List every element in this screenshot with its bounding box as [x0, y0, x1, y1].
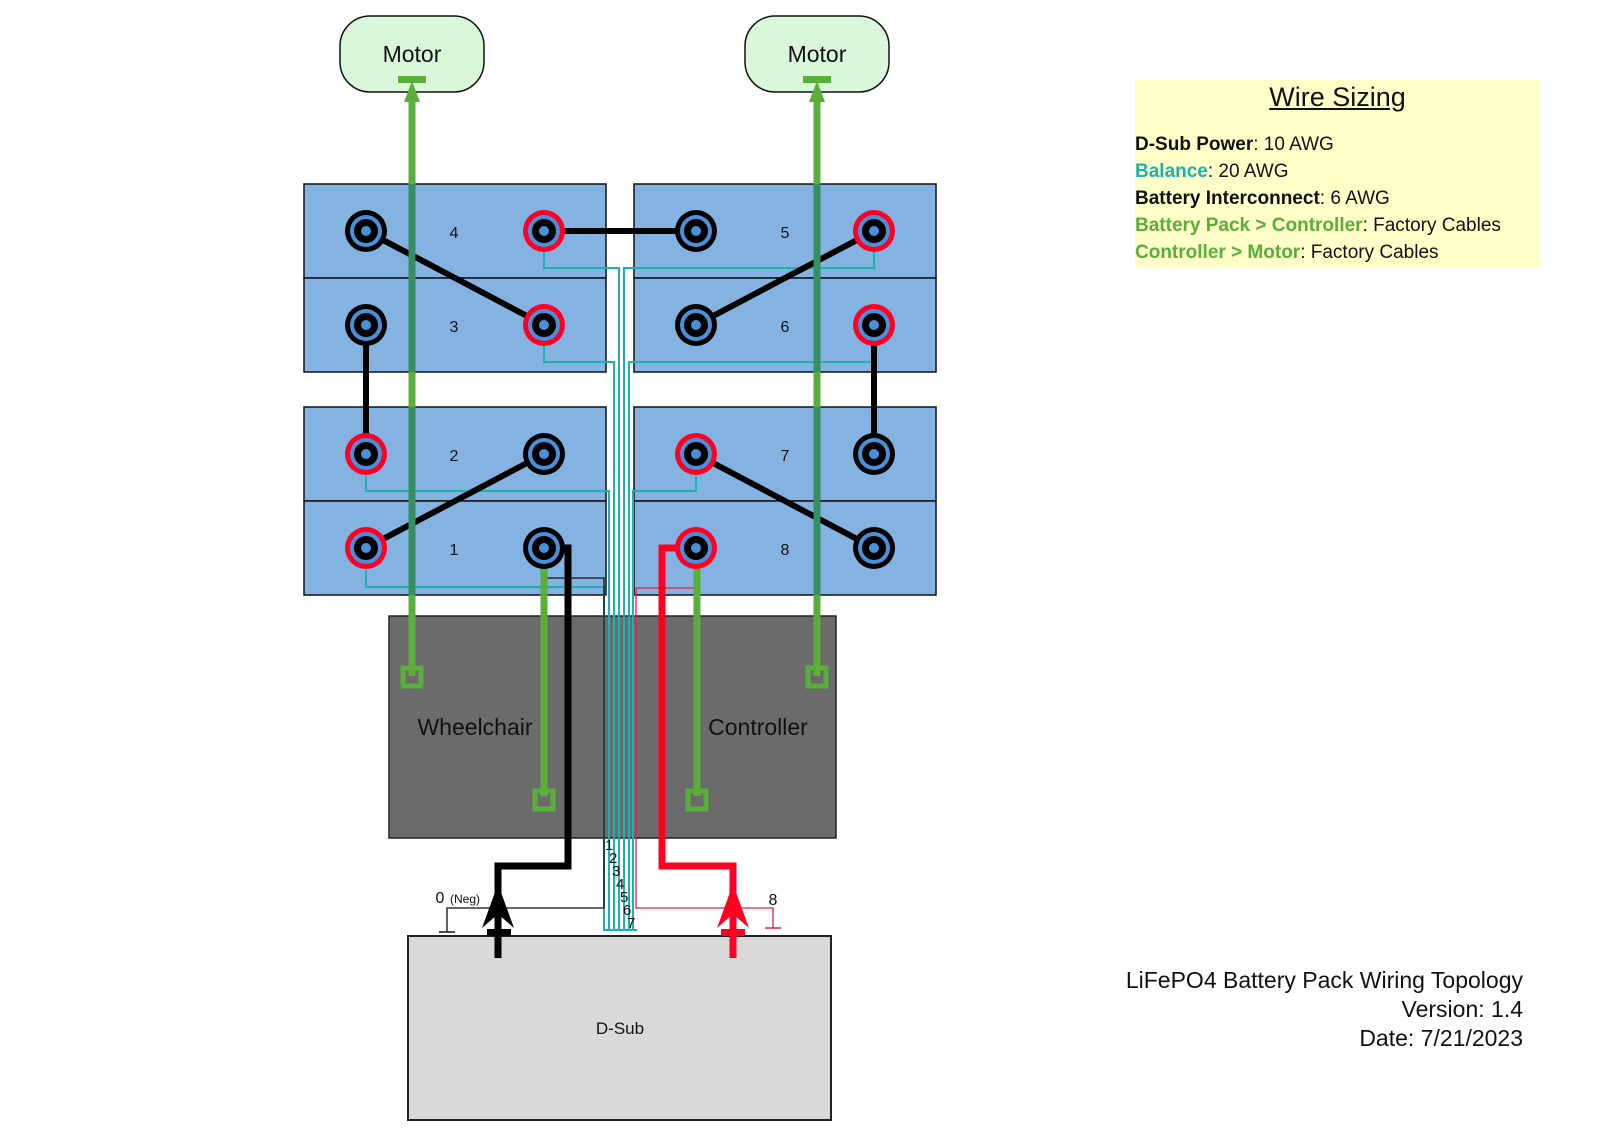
neg-arrow-icon: [482, 884, 514, 928]
negative-terminal-icon: [853, 433, 895, 475]
positive-terminal-icon: [853, 210, 895, 252]
diagram-date: Date: 7/21/2023: [1359, 1025, 1523, 1051]
legend-key: Balance: [1135, 161, 1208, 182]
controller-label-left: Wheelchair: [417, 714, 532, 740]
battery-1-label: 1: [450, 542, 459, 559]
legend-row-dsub-power: D-Sub Power: 10 AWG: [1135, 131, 1540, 158]
terminals: [345, 210, 895, 569]
positive-terminal-icon: [345, 433, 387, 475]
interconnects: [363, 228, 877, 551]
negative-terminal-icon: [523, 527, 565, 569]
pos-arrow-icon: [717, 884, 749, 928]
balance-pin-label: 6: [623, 902, 631, 919]
balance-pin-label: 2: [609, 850, 617, 867]
motor-arrow-icons: [398, 76, 831, 102]
balance-pin-label: 1: [605, 837, 613, 854]
negative-terminal-icon: [523, 433, 565, 475]
legend-title: Wire Sizing: [1269, 82, 1406, 112]
positive-terminal-icon: [853, 304, 895, 346]
diagram-info: LiFePO4 Battery Pack Wiring Topology Ver…: [1126, 966, 1523, 1053]
battery-8-label: 8: [781, 542, 790, 559]
controller-label-right: Controller: [708, 714, 808, 740]
pos-pin-number: 8: [769, 892, 778, 909]
legend-value: : 6 AWG: [1319, 188, 1390, 209]
legend-row-pack-controller: Battery Pack > Controller: Factory Cable…: [1135, 212, 1540, 239]
legend-value: : 10 AWG: [1253, 134, 1334, 155]
controller-box[interactable]: [388, 615, 837, 839]
neg-pin-note: (Neg): [450, 892, 480, 906]
positive-terminal-icon: [675, 527, 717, 569]
legend-key: Controller > Motor: [1135, 242, 1301, 263]
legend-value: : Factory Cables: [1362, 215, 1501, 236]
diagram-version: Version: 1.4: [1401, 996, 1523, 1022]
battery-6-label: 6: [781, 319, 790, 336]
dsub-label: D-Sub: [596, 1019, 644, 1038]
neg-pin-number: 0: [436, 890, 445, 907]
balance-pin-label: 7: [627, 915, 635, 932]
balance-wire-3: [543, 251, 620, 930]
balance-pin-label: 4: [616, 876, 624, 893]
positive-terminal-icon: [523, 304, 565, 346]
battery-2-label: 2: [450, 448, 459, 465]
negative-terminal-icon: [675, 210, 717, 252]
motor-left-label: Motor: [383, 41, 442, 67]
legend-value: : Factory Cables: [1300, 242, 1439, 263]
battery-3-label: 3: [450, 319, 459, 336]
wire-sizing-legend: Wire Sizing D-Sub Power: 10 AWG Balance:…: [1135, 80, 1540, 267]
balance-wire-4: [623, 251, 875, 930]
positive-terminal-icon: [675, 433, 717, 475]
battery-7-label: 7: [781, 448, 790, 465]
legend-key: Battery Pack > Controller: [1135, 215, 1363, 236]
balance-wire-6: [632, 476, 697, 930]
diagram-title: LiFePO4 Battery Pack Wiring Topology: [1125, 967, 1523, 993]
positive-terminal-icon: [345, 527, 387, 569]
legend-row-controller-motor: Controller > Motor: Factory Cables: [1135, 239, 1540, 266]
negative-terminal-icon: [675, 304, 717, 346]
negative-terminal-icon: [345, 210, 387, 252]
dsub-box[interactable]: [407, 935, 832, 1121]
balance-wire-2: [543, 345, 615, 930]
battery-4-label: 4: [450, 225, 459, 242]
balance-pin-label: 3: [612, 863, 620, 880]
negative-terminal-icon: [853, 527, 895, 569]
battery-5-label: 5: [781, 225, 790, 242]
legend-key: D-Sub Power: [1135, 134, 1254, 155]
balance-pin-label: 5: [620, 889, 628, 906]
legend-key: Battery Interconnect: [1135, 188, 1320, 209]
legend-row-interconnect: Battery Interconnect: 6 AWG: [1135, 185, 1540, 212]
legend-value: : 20 AWG: [1207, 161, 1289, 182]
motor-right-label: Motor: [788, 41, 847, 67]
legend-row-balance: Balance: 20 AWG: [1135, 158, 1540, 185]
positive-terminal-icon: [523, 210, 565, 252]
balance-wire-1: [365, 476, 610, 930]
balance-pin-labels: 1 2 3 4 5 6 7: [605, 837, 635, 932]
negative-terminal-icon: [345, 304, 387, 346]
